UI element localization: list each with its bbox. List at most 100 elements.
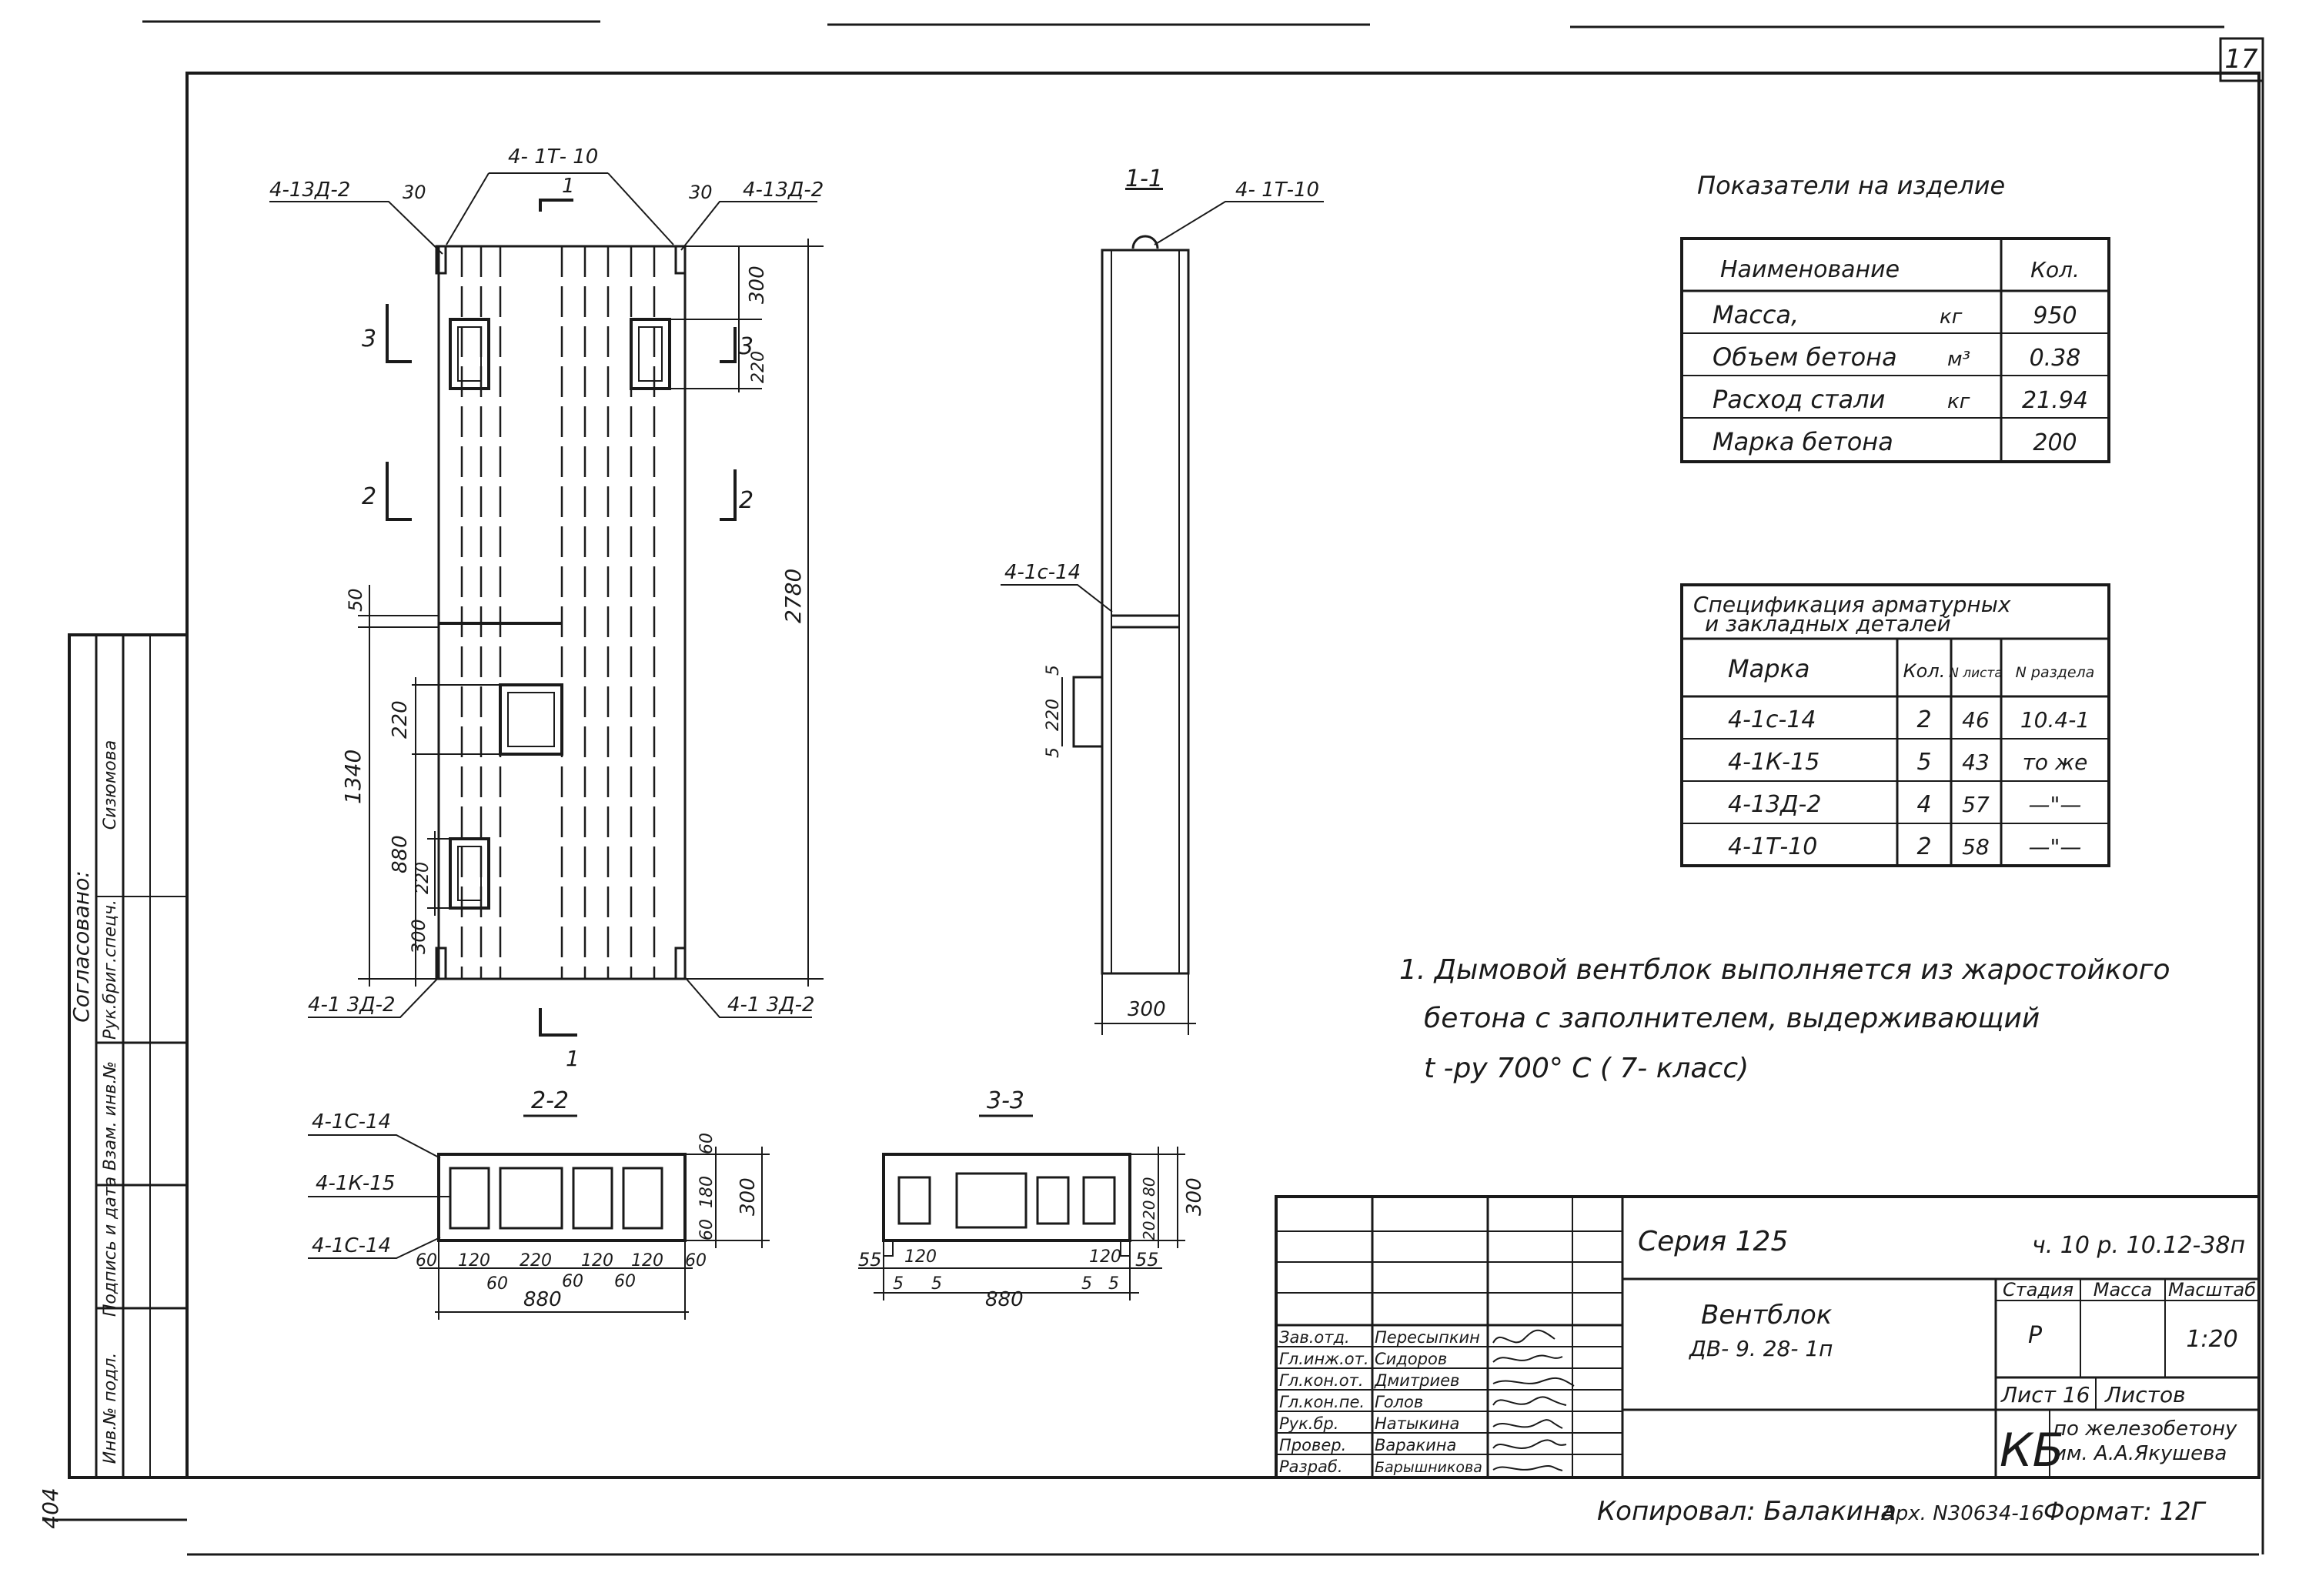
signer-1-name: Сидоров — [1375, 1350, 1447, 1368]
indicators-title: Показатели на изделие — [1697, 171, 2005, 200]
spec-row-3-mark: 4-1Т-10 — [1728, 833, 1817, 860]
spec-row-2-section: —"— — [2029, 792, 2082, 817]
section-3-3-dim-h2: 20 — [1140, 1200, 1158, 1220]
section-2-2-title: 2-2 — [531, 1087, 569, 1114]
title-org-line2: им. А.А.Якушева — [2053, 1442, 2227, 1465]
signer-6-role: Разраб. — [1279, 1457, 1343, 1476]
agreed-role: Рук.бриг.спецч. — [101, 900, 120, 1040]
section-3-3-dim-5a: 5 — [893, 1274, 904, 1294]
spec-row-3-qty: 2 — [1916, 833, 1931, 860]
section-3-3-dim-55-left: 55 — [858, 1249, 882, 1270]
section-2-2-dim-300: 300 — [737, 1177, 760, 1216]
section-2-2-callout-3: 4-1С-14 — [312, 1234, 391, 1257]
spec-header-mark: Марка — [1728, 654, 1809, 683]
footer-copied: Копировал: Балакина — [1597, 1496, 1896, 1527]
spec-row-3-sheet: 58 — [1962, 834, 1990, 860]
section-1-1-callout-mid: 4-1с-14 — [1004, 561, 1081, 584]
signer-4-role: Рук.бр. — [1279, 1414, 1338, 1433]
title-org-abbr: КБ — [2000, 1424, 2064, 1477]
spec-row-3-section: —"— — [2029, 834, 2082, 860]
spec-table: Спецификация арматурных и закладных дета… — [1680, 583, 2110, 867]
section-2-2-dim-880: 880 — [523, 1288, 562, 1311]
title-scale: 1:20 — [2186, 1326, 2237, 1353]
title-sheet-label: Лист 16 — [2000, 1382, 2090, 1407]
dim-220-bot: 220 — [413, 862, 433, 894]
title-sheets-label: Листов — [2104, 1382, 2186, 1407]
inv-label-2: Подпись и дата — [101, 1177, 120, 1317]
agreed-label: Согласовано: — [69, 870, 94, 1023]
inv-label-1: Инв.№ подл. — [101, 1353, 120, 1464]
section-3-3-dim-5b: 5 — [931, 1274, 942, 1294]
opening-top-right — [630, 318, 671, 390]
section-3-3-dim-h3: 20 — [1140, 1221, 1158, 1240]
section-1-1-dim-220: 220 — [1044, 699, 1063, 731]
section-2-2-dim-r1: 60 — [697, 1133, 717, 1154]
signer-2-name: Дмитриев — [1374, 1371, 1459, 1390]
section-mark-3-left: 3 — [362, 326, 376, 352]
indicators-header-name: Наименование — [1720, 256, 1900, 283]
signer-3-role: Гл.кон.пе. — [1279, 1393, 1365, 1411]
section-2-2-dim-1: 60 — [416, 1251, 437, 1270]
section-3-3-dim-h1: 80 — [1140, 1177, 1158, 1197]
spec-row-0-section: 10.4-1 — [2020, 707, 2090, 733]
dim-1340: 1340 — [340, 750, 366, 804]
indicator-row-0-value: 950 — [2033, 302, 2077, 329]
spec-header-qty: Кол. — [1903, 660, 1946, 682]
dim-50: 50 — [345, 588, 366, 612]
section-mark-2-left: 2 — [362, 483, 376, 510]
title-stage-label: Стадия — [2003, 1279, 2073, 1301]
callout-top-left: 4-13Д-2 — [269, 179, 350, 202]
section-mark-1-bottom: 1 — [566, 1046, 580, 1071]
indicator-row-3-name: Марка бетона — [1713, 427, 1893, 456]
indicator-row-3-value: 200 — [2033, 429, 2077, 456]
note-line-3: t -ру 700° С ( 7- класс) — [1424, 1053, 1749, 1084]
indicator-row-2-value: 21.94 — [2022, 387, 2088, 414]
front-left-dims: 50 1340 220 880 220 300 — [340, 585, 500, 987]
footer: Копировал: Балакина Арх. N30634-16 Форма… — [1597, 1496, 2207, 1527]
title-block: Серия 125 ч. 10 р. 10.12-38п Вентблок ДВ… — [1275, 1195, 2261, 1479]
section-2-2-dim-r2: 180 — [697, 1176, 717, 1208]
title-stage: Р — [2028, 1322, 2043, 1349]
note: 1. Дымовой вентблок выполняется из жарос… — [1399, 954, 2170, 1084]
section-mark-1-top: 1 — [562, 175, 575, 198]
section-2-2-dim-60b: 60 — [562, 1272, 583, 1291]
signer-0-name: Пересыпкин — [1375, 1328, 1480, 1347]
section-2-2-dim-60a: 60 — [486, 1274, 508, 1294]
signer-2-role: Гл.кон.от. — [1279, 1371, 1364, 1390]
signer-5-role: Провер. — [1279, 1436, 1346, 1454]
dim-30b: 30 — [689, 182, 713, 203]
section-2-2-callout-1: 4-1С-14 — [312, 1110, 391, 1134]
signature-scribbles — [1492, 1329, 1575, 1471]
title-series: Серия 125 — [1638, 1226, 1788, 1257]
section-mark-2-right: 2 — [739, 487, 754, 514]
front-dashed-lines — [460, 246, 656, 979]
section-3-3-title: 3-3 — [987, 1087, 1024, 1114]
indicator-row-0-unit: кг — [1940, 306, 1963, 329]
section-mark-3-right: 3 — [739, 333, 754, 360]
section-2-2-callout-2: 4-1К-15 — [316, 1172, 395, 1195]
section-1-1-dim-5b: 5 — [1044, 747, 1063, 758]
section-3-3-dim-120-right: 120 — [1089, 1247, 1121, 1267]
section-2-2-dim-6: 60 — [685, 1251, 707, 1270]
side-stamp: Согласовано: Рук.бриг.спецч. Сизюмова Ин… — [38, 633, 189, 1529]
section-1-1-dim-300: 300 — [1128, 998, 1166, 1021]
page-number-box — [2219, 37, 2264, 82]
section-3-3: 3-3 55 120 5 5 880 120 55 5 5 80 20 20 3… — [858, 1087, 1206, 1311]
signer-4-name: Натыкина — [1375, 1414, 1459, 1433]
front-view: 4-13Д-2 4- 1Т- 10 4-13Д-2 30 30 4-1 3Д-2… — [269, 145, 824, 1071]
signer-5-name: Варакина — [1375, 1436, 1456, 1454]
section-3-3-dim-300: 300 — [1183, 1177, 1206, 1216]
signer-6-name: Барышникова — [1375, 1459, 1482, 1476]
dim-2780: 2780 — [780, 569, 806, 623]
spec-row-0-sheet: 46 — [1962, 707, 1990, 733]
spec-row-2-qty: 4 — [1916, 791, 1931, 818]
spec-row-1-qty: 5 — [1916, 749, 1931, 776]
signer-0-role: Зав.отд. — [1279, 1328, 1350, 1347]
section-3-3-dim-880: 880 — [985, 1288, 1024, 1311]
section-2-2-dim-3: 220 — [520, 1251, 552, 1270]
section-3-3-dim-5c: 5 — [1081, 1274, 1092, 1294]
title-product-name: Вентблок — [1701, 1300, 1833, 1331]
section-2-2-dim-60c: 60 — [614, 1272, 636, 1291]
spec-row-1-sheet: 43 — [1962, 750, 1990, 775]
